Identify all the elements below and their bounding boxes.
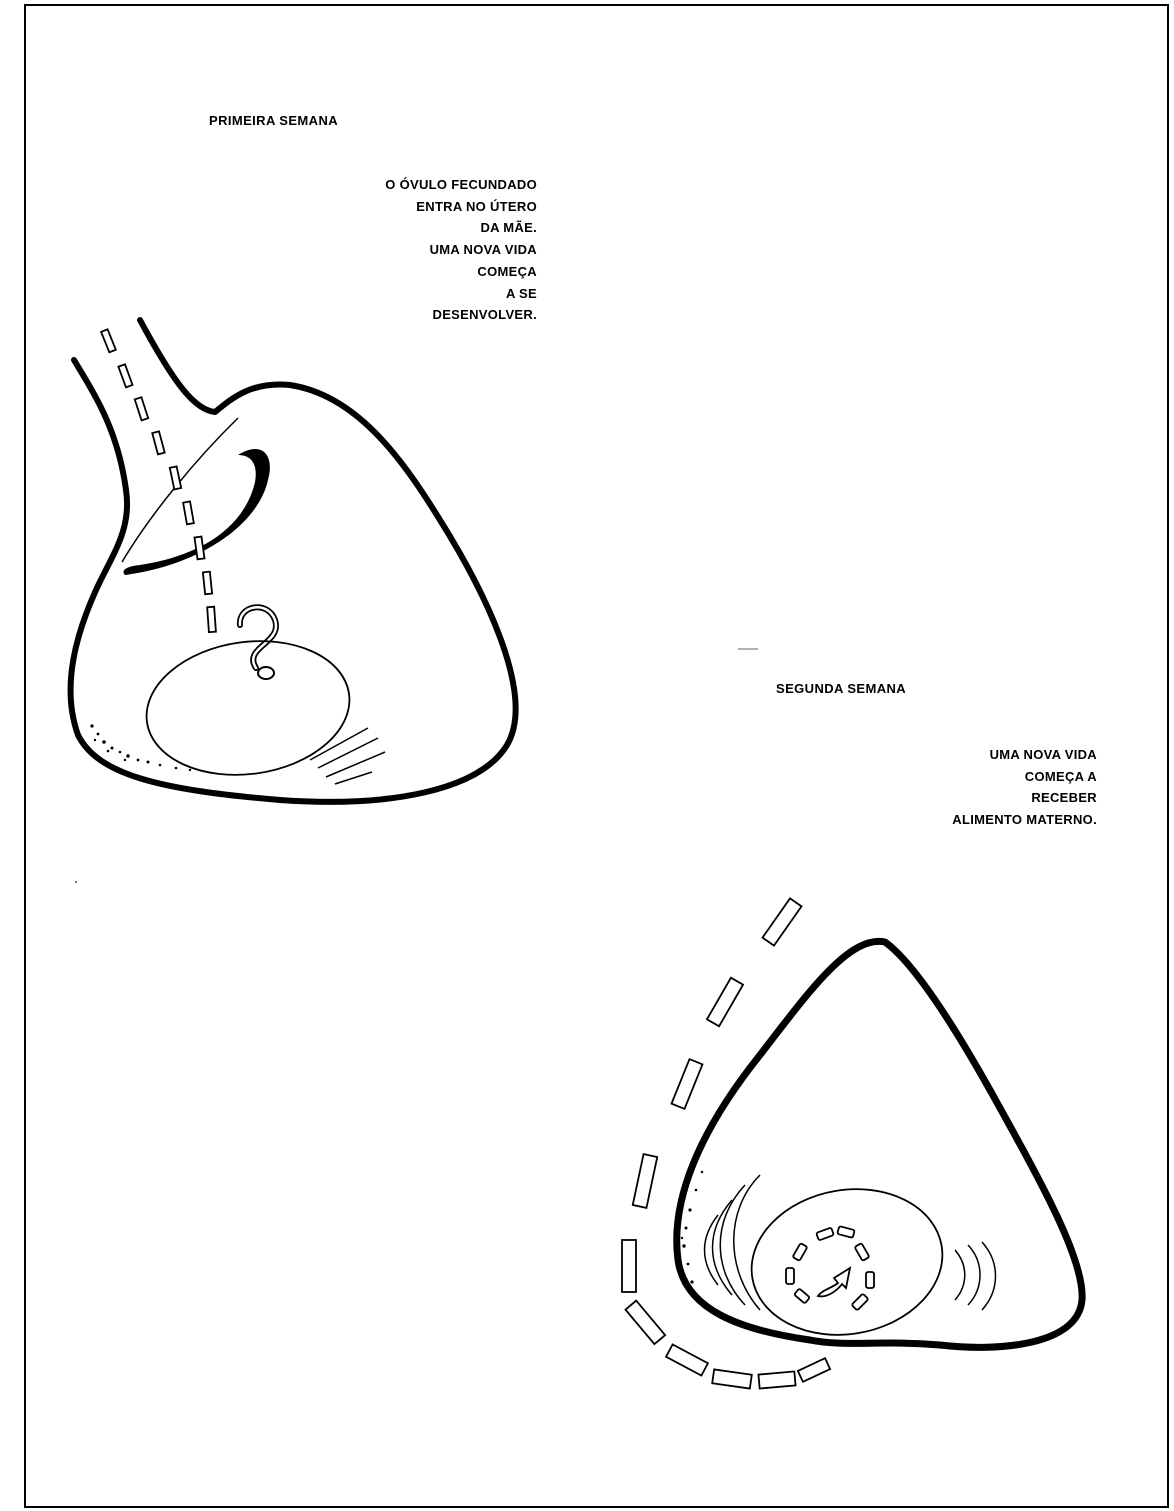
embryo-ellipse: [740, 1174, 954, 1349]
rotation-arrow-icon: [818, 1268, 850, 1296]
uterus-outline: [71, 320, 516, 802]
ovum-dashed-path: [101, 329, 216, 632]
week2-uterus-illustration: [622, 898, 1082, 1388]
motion-lines: [310, 728, 385, 784]
uterus-outline-2: [677, 941, 1082, 1347]
week1-uterus-illustration: [71, 320, 516, 802]
embryo-dashed-ring: [786, 1226, 874, 1310]
motion-arcs: [705, 1175, 996, 1310]
stray-dot: [75, 881, 77, 883]
